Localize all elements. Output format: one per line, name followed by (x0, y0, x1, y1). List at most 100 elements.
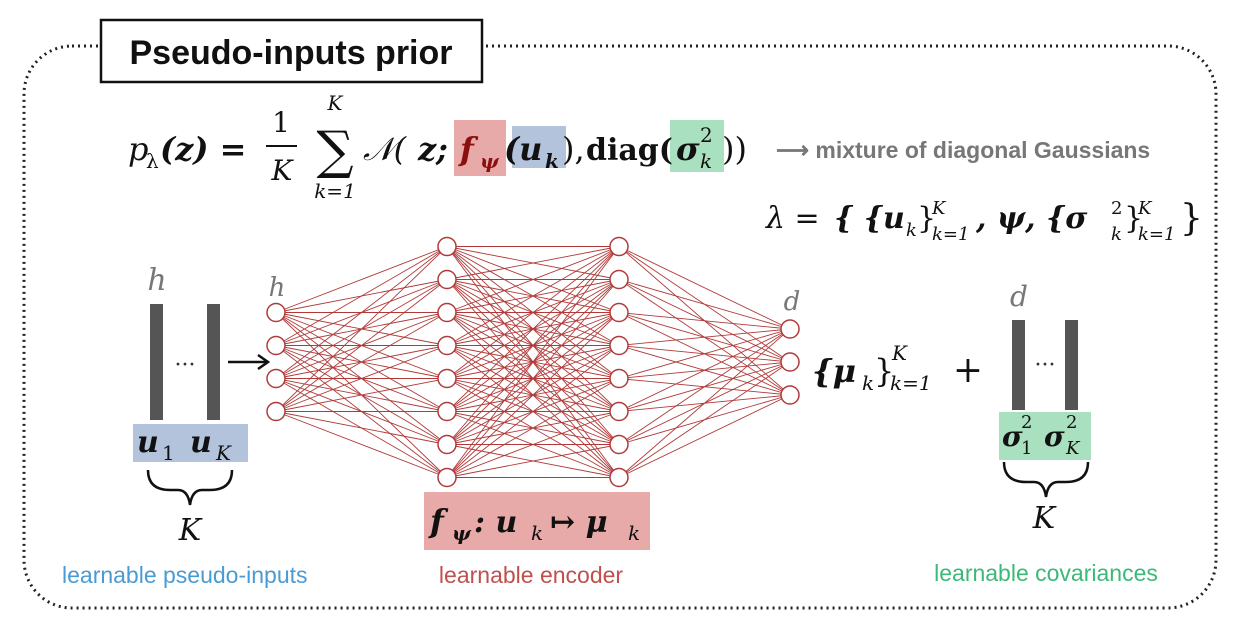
pseudo-input-uk: u (190, 425, 212, 460)
params-sig-close: } (1124, 201, 1143, 236)
encoder-formula-f: f (428, 502, 449, 540)
network-edge (446, 246, 620, 280)
network-edge (446, 411, 620, 478)
network-edge (618, 328, 791, 379)
lambda-params: λ = { {u k } K k=1 , ψ, {σ 2 k } K k=1 } (765, 198, 1203, 245)
encoder-formula-highlight (424, 492, 650, 550)
formula-normal: 𝒩( (363, 130, 408, 168)
covariances-brace-label: K (1032, 501, 1057, 536)
pseudo-input-bar-k (207, 304, 220, 420)
encoder-formula-sub: ψ (452, 521, 472, 545)
network-node (437, 467, 457, 488)
network-node (437, 236, 457, 257)
params-psi: , ψ, {σ (975, 201, 1088, 236)
network-node (780, 319, 800, 339)
network-edge (275, 378, 448, 412)
title-box (99, 18, 484, 84)
network-edge (618, 328, 791, 445)
formula-z: z; (417, 130, 448, 168)
network-node (266, 368, 286, 389)
network-edge (446, 246, 620, 412)
network-node (609, 302, 629, 323)
pseudo-inputs-caption: learnable pseudo-inputs (62, 562, 308, 588)
network-node (780, 385, 800, 405)
formula-u-sub: k (545, 149, 559, 173)
covariances-brace (1002, 461, 1090, 498)
network-edge (275, 345, 448, 412)
network-node (437, 335, 457, 356)
covariance-s1: σ (1002, 420, 1023, 453)
network-node (609, 434, 629, 455)
prior-formula: p λ (z) = 1 K K ∑ k=1 𝒩( z; f ψ (u k ), … (128, 91, 1150, 203)
formula-close-u: ), (562, 130, 585, 168)
params-sig-sub: k (1111, 224, 1122, 245)
pseudo-inputs: h ··· u 1 u K K learnable pseudo-inputs (62, 263, 308, 588)
output-mu-close: } (874, 352, 894, 390)
output-range-sub: k=1 (890, 371, 932, 395)
network-edge (446, 444, 620, 478)
params-u-sub: k (906, 220, 917, 241)
network-node (609, 236, 629, 257)
network-edge (446, 246, 620, 478)
params-u-close: } (917, 201, 936, 236)
network-node (437, 401, 457, 422)
formula-sigma: σ (676, 130, 700, 168)
network-node (266, 401, 286, 422)
network-node (780, 352, 800, 372)
encoder-input-dim-label: h (269, 273, 286, 303)
covariances-caption: learnable covariances (934, 560, 1158, 586)
output-mu-sub: k (862, 371, 874, 395)
formula-sum-bottom: k=1 (314, 179, 356, 203)
network-node (609, 368, 629, 389)
covariance-bar-1 (1012, 320, 1025, 410)
formula-f: f (458, 130, 479, 168)
params-u-range-sup: K (931, 198, 947, 219)
formula-u: (u (504, 130, 542, 168)
covariance-bar-k (1065, 320, 1078, 410)
formula-lhs: p (128, 130, 148, 168)
network-edge (446, 246, 620, 313)
network-edge (275, 411, 448, 478)
pseudo-input-uk-sub: K (215, 441, 232, 465)
sigma-k-highlight (670, 120, 724, 172)
formula-sum: ∑ (316, 121, 353, 181)
network-edge (275, 246, 448, 379)
f-psi-highlight (454, 120, 506, 176)
network-edge (446, 246, 620, 379)
pseudo-input-u1-sub: 1 (162, 441, 175, 465)
encoder-caption: learnable encoder (439, 562, 623, 588)
formula-close-diag: )) (722, 130, 747, 168)
pseudo-inputs-dots: ··· (175, 353, 196, 378)
covariances-dim-label: d (1010, 280, 1028, 313)
covariance-sk-sub: K (1065, 438, 1081, 459)
network-edge (275, 411, 448, 445)
encoder: h d f ψ : u k ↦ μ k learnable encoder (266, 236, 801, 588)
network-edge (618, 328, 791, 412)
network-edge (618, 246, 791, 330)
network-node (266, 335, 286, 356)
network-node (609, 467, 629, 488)
pseudo-inputs-arrowhead (257, 353, 271, 371)
params-end: } (1180, 198, 1203, 239)
network-edges (275, 246, 791, 478)
params-lhs: λ = (765, 201, 820, 236)
network-edge (275, 279, 448, 412)
pseudo-input-bar-1 (150, 304, 163, 420)
title: Pseudo-inputs prior (130, 34, 453, 72)
network-edge (275, 246, 448, 313)
network-edge (618, 394, 791, 478)
network-edge (446, 246, 620, 445)
covariance-sk-sup: 2 (1066, 412, 1077, 433)
network-node (437, 302, 457, 323)
network-edge (618, 279, 791, 330)
formula-f-sub: ψ (480, 149, 500, 173)
network-edge (275, 246, 448, 346)
output-plus: + (953, 350, 983, 391)
covariances: d ··· σ 2 1 σ 2 K K learnable covariance… (934, 280, 1158, 586)
network-edge (446, 246, 620, 346)
params-sig-range-sub: k=1 (1138, 224, 1175, 245)
formula-frac-num: 1 (272, 106, 290, 139)
encoder-formula-k: k (531, 521, 543, 545)
encoder-output-dim-label: d (784, 287, 801, 317)
formula-sigma-sup: 2 (700, 123, 713, 147)
